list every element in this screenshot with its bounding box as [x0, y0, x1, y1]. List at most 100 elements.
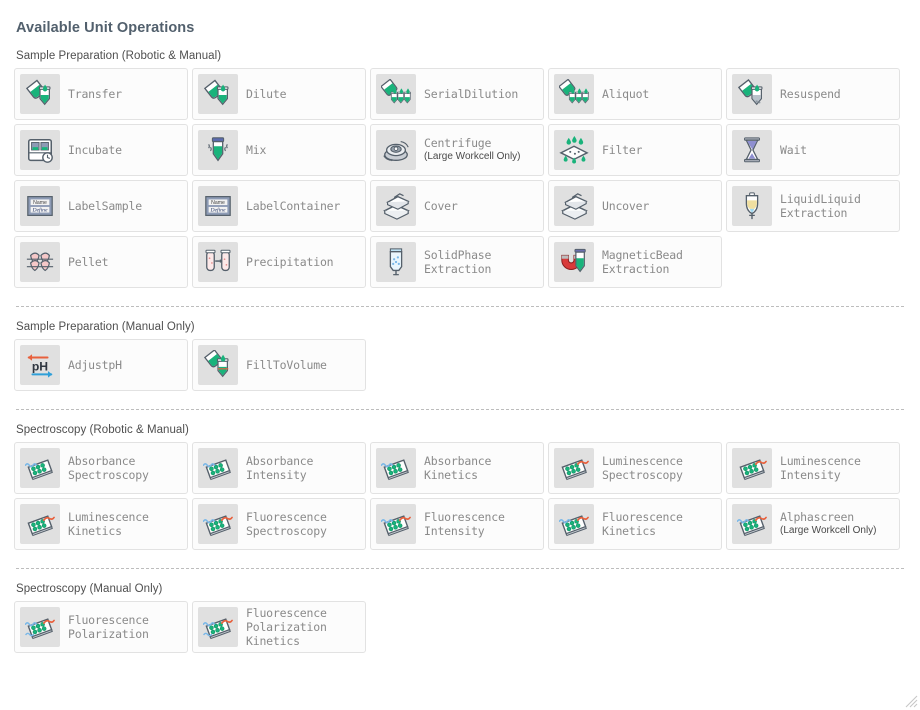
- op-card-mix[interactable]: Mix: [192, 124, 366, 176]
- section-3: Spectroscopy (Manual Only) Fluorescence P…: [14, 583, 906, 653]
- op-card-transfer[interactable]: Transfer: [14, 68, 188, 120]
- op-name: Fluorescence Intensity: [424, 509, 505, 538]
- pour-fill-tube-icon: [198, 345, 238, 385]
- op-name: Dilute: [246, 86, 287, 101]
- op-name: Cover: [424, 198, 458, 213]
- op-name: Fluorescence Spectroscopy: [246, 509, 327, 538]
- op-text: Filter: [602, 143, 642, 157]
- op-card-fluorescence-intensity[interactable]: Fluorescence Intensity: [370, 498, 544, 550]
- section-2: Spectroscopy (Robotic & Manual)Absorbanc…: [14, 424, 906, 550]
- op-name: FillToVolume: [246, 357, 327, 372]
- op-card-resuspend[interactable]: Resuspend: [726, 68, 900, 120]
- op-name: Pellet: [68, 254, 109, 269]
- op-text: MagneticBead Extraction: [602, 248, 683, 276]
- plate-wave-blue-red-icon: [732, 504, 772, 544]
- op-name: SerialDilution: [424, 86, 519, 101]
- op-card-centrifuge[interactable]: Centrifuge(Large Workcell Only): [370, 124, 544, 176]
- separatory-funnel-icon: [732, 186, 772, 226]
- svg-text:pH: pH: [32, 360, 48, 374]
- op-card-absorbance-spectroscopy[interactable]: Absorbance Spectroscopy: [14, 442, 188, 494]
- op-text: LiquidLiquid Extraction: [780, 192, 861, 220]
- operations-grid: Transfer Dilute SerialDilution Aliquot Resus…: [14, 68, 906, 288]
- op-card-luminescence-kinetics[interactable]: Luminescence Kinetics: [14, 498, 188, 550]
- op-card-luminescence-intensity[interactable]: Luminescence Intensity: [726, 442, 900, 494]
- op-name: Fluorescence Kinetics: [602, 509, 683, 538]
- op-card-liquidliquid-extraction[interactable]: LiquidLiquid Extraction: [726, 180, 900, 232]
- op-card-absorbance-kinetics[interactable]: Absorbance Kinetics: [370, 442, 544, 494]
- op-name: Filter: [602, 142, 643, 157]
- resize-grip-icon[interactable]: [902, 692, 918, 708]
- op-text: Absorbance Intensity: [246, 454, 313, 482]
- op-text: Uncover: [602, 199, 649, 213]
- op-name: Luminescence Spectroscopy: [602, 453, 683, 482]
- op-name: Precipitation: [246, 254, 334, 269]
- plate-wave-blue-icon: [376, 448, 416, 488]
- op-card-aliquot[interactable]: Aliquot: [548, 68, 722, 120]
- section-label: Spectroscopy (Manual Only): [16, 583, 163, 595]
- section-divider: [16, 409, 904, 410]
- op-card-cover[interactable]: Cover: [370, 180, 544, 232]
- op-text: Absorbance Spectroscopy: [68, 454, 149, 482]
- op-name: Fluorescence Polarization Kinetics: [246, 605, 327, 648]
- svg-text:Define: Define: [210, 207, 226, 214]
- op-card-uncover[interactable]: Uncover: [548, 180, 722, 232]
- op-text: Fluorescence Spectroscopy: [246, 510, 327, 538]
- op-name: Luminescence Kinetics: [68, 509, 149, 538]
- op-text: Pellet: [68, 255, 108, 269]
- op-card-filltovolume[interactable]: FillToVolume: [192, 339, 366, 391]
- ph-arrows-icon: pH: [20, 345, 60, 385]
- op-name: Absorbance Intensity: [246, 453, 314, 482]
- svg-text:Name: Name: [211, 200, 225, 206]
- op-card-precipitation[interactable]: Precipitation: [192, 236, 366, 288]
- op-card-fluorescence-spectroscopy[interactable]: Fluorescence Spectroscopy: [192, 498, 366, 550]
- plate-wave-red-icon: [732, 448, 772, 488]
- operations-grid: Fluorescence Polarization Fluorescence Po…: [14, 601, 906, 653]
- op-text: Alphascreen(Large Workcell Only): [780, 510, 877, 537]
- pour-into-three-tubes-icon: [554, 74, 594, 114]
- op-text: Wait: [780, 143, 807, 157]
- op-text: Incubate: [68, 143, 122, 157]
- op-name: MagneticBead Extraction: [602, 247, 683, 276]
- plate-wave-blue-icon: [198, 448, 238, 488]
- op-note: (Large Workcell Only): [780, 525, 877, 537]
- op-card-wait[interactable]: Wait: [726, 124, 900, 176]
- op-card-filter[interactable]: Filter: [548, 124, 722, 176]
- op-card-incubate[interactable]: Incubate: [14, 124, 188, 176]
- op-card-fluorescence-kinetics[interactable]: Fluorescence Kinetics: [548, 498, 722, 550]
- op-card-absorbance-intensity[interactable]: Absorbance Intensity: [192, 442, 366, 494]
- op-name: Wait: [780, 142, 807, 157]
- filter-membrane-icon: [554, 130, 594, 170]
- op-text: Precipitation: [246, 255, 333, 269]
- plate-wave-red-icon: [554, 448, 594, 488]
- op-card-luminescence-spectroscopy[interactable]: Luminescence Spectroscopy: [548, 442, 722, 494]
- op-name: Uncover: [602, 198, 650, 213]
- op-name: LiquidLiquid Extraction: [780, 191, 861, 220]
- op-text: Luminescence Spectroscopy: [602, 454, 683, 482]
- vortex-tube-icon: [198, 130, 238, 170]
- op-card-fluorescence-polarization[interactable]: Fluorescence Polarization: [14, 601, 188, 653]
- op-card-fluorescence-polarization-kinetics[interactable]: Fluorescence Polarization Kinetics: [192, 601, 366, 653]
- svg-text:Name: Name: [33, 200, 47, 206]
- page-title: Available Unit Operations: [16, 20, 195, 36]
- op-card-pellet[interactable]: Pellet: [14, 236, 188, 288]
- op-card-serialdilution[interactable]: SerialDilution: [370, 68, 544, 120]
- pour-into-tube-icon: [20, 74, 60, 114]
- op-text: Luminescence Kinetics: [68, 510, 149, 538]
- op-name: Alphascreen: [780, 510, 854, 525]
- op-card-magneticbead-extraction[interactable]: MagneticBead Extraction: [548, 236, 722, 288]
- section-divider: [16, 568, 904, 569]
- op-name: Resuspend: [780, 86, 841, 101]
- op-card-solidphase-extraction[interactable]: SolidPhase Extraction: [370, 236, 544, 288]
- op-card-dilute[interactable]: Dilute: [192, 68, 366, 120]
- op-name: SolidPhase Extraction: [424, 247, 492, 276]
- section-label: Sample Preparation (Robotic & Manual): [16, 50, 222, 62]
- pelleted-tubes-icon: [20, 242, 60, 282]
- op-card-alphascreen[interactable]: Alphascreen(Large Workcell Only): [726, 498, 900, 550]
- op-text: Centrifuge(Large Workcell Only): [424, 136, 521, 163]
